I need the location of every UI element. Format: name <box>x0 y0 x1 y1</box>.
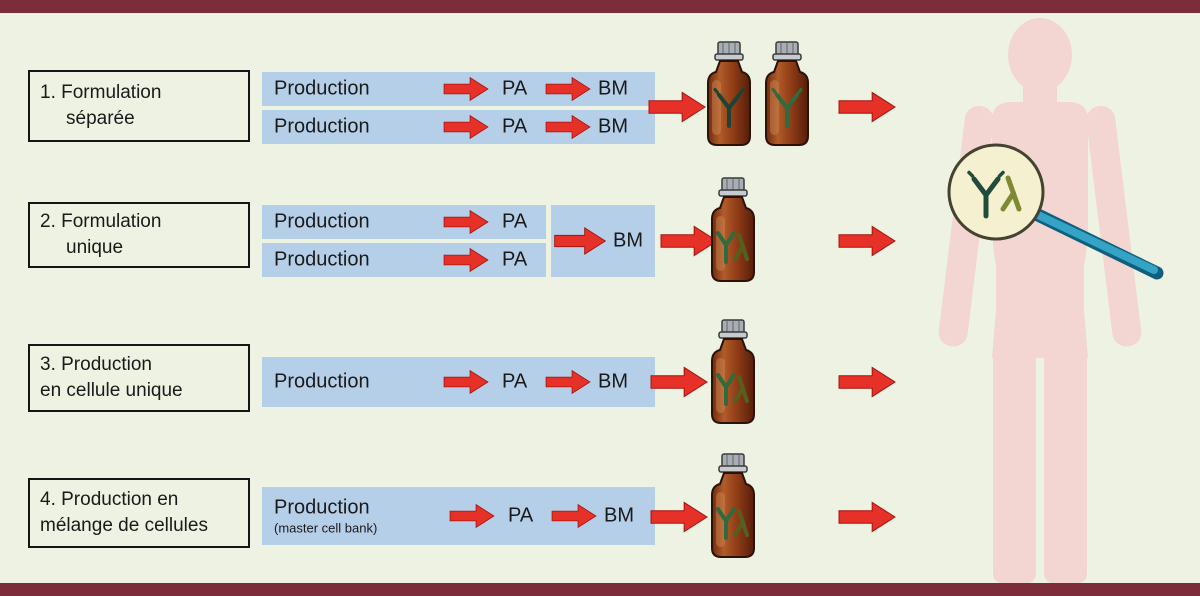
production-label-text: Production <box>274 496 370 519</box>
arrow-right-icon <box>660 225 718 257</box>
row4-label-line2: mélange de cellules <box>40 515 208 536</box>
row1-label-box: 1. Formulation séparée <box>28 70 250 142</box>
arrow-right-icon <box>449 503 495 529</box>
pa-label: PA <box>502 210 528 233</box>
bottom-border-bar <box>0 583 1200 596</box>
production-label: Production <box>274 77 370 100</box>
human-body-silhouette <box>938 18 1164 583</box>
arrow-right-icon <box>443 209 489 235</box>
row3-label-line1: 3. Production <box>40 354 152 376</box>
arrow-right-icon <box>838 366 896 398</box>
antibody-lambda-icon <box>733 233 749 261</box>
antibody-y-icon <box>716 373 736 406</box>
arrow-right-icon <box>443 247 489 273</box>
arrow-right-icon <box>545 369 591 395</box>
pa-label: PA <box>502 370 528 393</box>
row4-label-box: 4. Production en mélange de cellules <box>28 478 250 548</box>
row3-label-box: 3. Production en cellule unique <box>28 344 250 412</box>
bm-label: BM <box>598 370 628 393</box>
pa-label: PA <box>502 77 528 100</box>
arrow-right-icon <box>838 225 896 257</box>
row1-stream2-band: Production PA BM <box>262 110 655 144</box>
row2-label-line1: 2. Formulation <box>40 211 162 233</box>
arrow-right-icon <box>838 91 896 123</box>
vial-icon <box>707 41 751 146</box>
bm-label: BM <box>604 504 634 527</box>
antibody-lambda-icon <box>733 509 749 537</box>
vial-icon <box>765 41 809 146</box>
bm-label: BM <box>598 77 628 100</box>
row3-band: Production PA BM <box>262 357 655 407</box>
arrow-right-icon <box>554 227 607 255</box>
antibody-y-icon <box>716 507 736 540</box>
antibody-lambda-icon <box>1000 175 1022 212</box>
arrow-right-icon <box>838 501 896 533</box>
row2-merged-bm-band: BM <box>551 205 655 277</box>
arrow-right-icon <box>545 76 591 102</box>
magnifier-icon <box>947 143 1164 280</box>
antibody-y-icon <box>713 88 745 128</box>
row2-stream1-band: Production PA <box>262 205 546 239</box>
row4-label-line1: 4. Production en <box>40 489 179 511</box>
production-label: Production <box>274 370 370 393</box>
row1-label-line2: séparée <box>66 108 135 129</box>
production-label: Production <box>274 210 370 233</box>
antibody-lambda-icon <box>733 375 749 403</box>
arrow-right-icon <box>443 369 489 395</box>
arrow-right-icon <box>443 114 489 140</box>
antibody-y-icon <box>716 231 736 264</box>
arrow-right-icon <box>650 501 708 533</box>
vial-icon <box>711 319 755 424</box>
row2-label-box: 2. Formulation unique <box>28 202 250 268</box>
pa-label: PA <box>502 248 528 271</box>
production-label: Production <box>274 248 370 271</box>
vial-icon <box>711 453 755 558</box>
top-border-bar <box>0 0 1200 13</box>
vial-icon <box>711 177 755 282</box>
row2-label-line2: unique <box>66 237 124 258</box>
pa-label: PA <box>502 115 528 138</box>
row4-band: Production (master cell bank) PA BM <box>262 487 655 545</box>
bm-label: BM <box>598 115 628 138</box>
arrow-right-icon <box>650 366 708 398</box>
row3-label-line2: en cellule unique <box>40 380 183 401</box>
bm-label: BM <box>613 229 643 252</box>
arrow-right-icon <box>545 114 591 140</box>
arrow-right-icon <box>551 503 597 529</box>
arrow-right-icon <box>443 76 489 102</box>
pa-label: PA <box>508 504 534 527</box>
arrow-right-icon <box>648 91 706 123</box>
production-label: Production (master cell bank) <box>274 497 377 536</box>
row1-label-line1: 1. Formulation <box>40 82 162 104</box>
antibody-y-icon <box>771 88 803 128</box>
master-cell-bank-label: (master cell bank) <box>274 520 378 536</box>
row1-stream1-band: Production PA BM <box>262 72 655 106</box>
antibody-y-icon <box>967 170 1005 219</box>
row2-stream2-band: Production PA <box>262 243 546 277</box>
production-label: Production <box>274 115 370 138</box>
